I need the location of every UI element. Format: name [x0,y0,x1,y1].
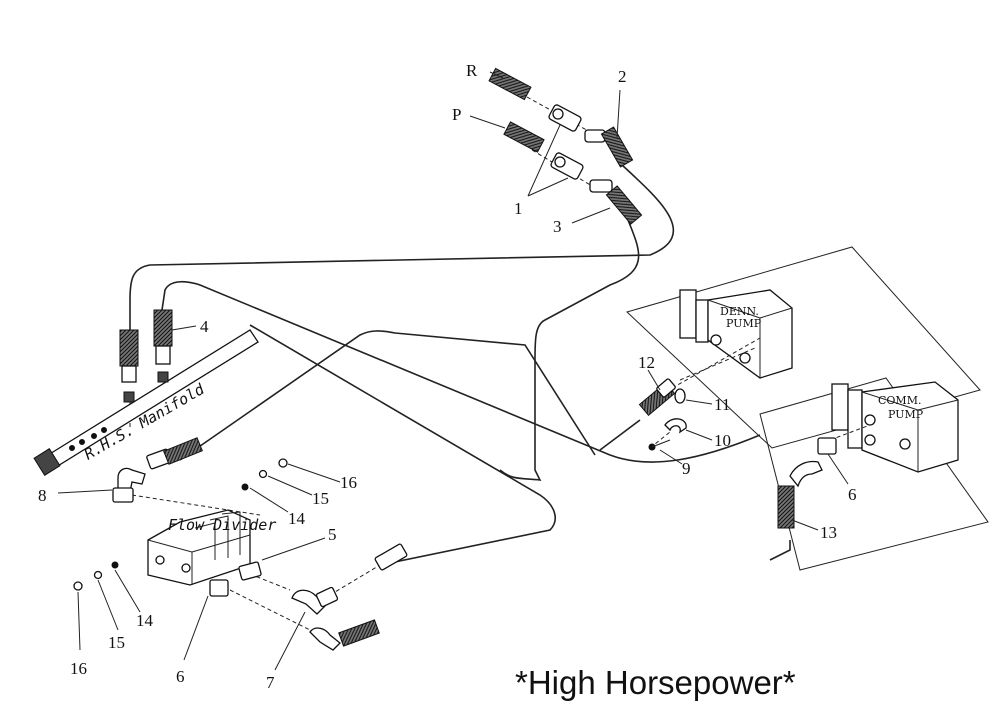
callout-6-right: 6 [848,485,857,504]
flow-divider-label: Flow Divider [168,516,276,534]
callout-9: 9 [682,459,691,478]
callout-11: 11 [714,395,730,414]
fitting-5 [238,537,326,581]
label-p: P [452,105,461,124]
fitting-2 [584,126,634,168]
fitting-4-left [119,329,139,403]
fitting-8-elbow [57,437,203,503]
callout-4: 4 [200,317,209,336]
callout-14-lower: 14 [136,611,154,630]
fitting-13 [777,460,823,531]
callout-10: 10 [714,431,731,450]
callout-16-lower: 16 [70,659,87,678]
callout-13: 13 [820,523,837,542]
fitting-1-lower [550,152,584,180]
callout-16-upper: 16 [340,473,357,492]
callout-8: 8 [38,486,47,505]
hose-bottom-elbow [309,543,408,651]
callout-15-upper: 15 [312,489,329,508]
denn-pump-label-1: DENN. [720,305,759,318]
callout-7: 7 [266,673,275,692]
callout-2: 2 [618,67,627,86]
callout-lines-top [469,71,621,224]
comm-pump-label-1: COMM. [878,394,921,407]
callout-3: 3 [553,217,562,236]
denn-pump: DENN. PUMP [679,289,793,379]
fitting-6-left [183,579,229,661]
fitting-3 [589,179,643,225]
fitting-4-right [153,309,197,383]
fitting-1-upper [548,104,582,132]
fitting-12 [638,369,676,416]
fitting-p-hose-end [503,121,545,153]
fitting-r-hose-end [488,67,532,101]
callout-15-lower: 15 [108,633,125,652]
label-r: R [466,61,478,80]
washers-upper [241,458,341,513]
comm-pump: COMM. PUMP [831,381,959,473]
fitting-9-bolt [648,439,683,465]
rhs-manifold: R.H.S. Manifold [33,329,259,476]
fitting-7-elbow [274,586,339,671]
hose-lines [129,164,791,566]
callout-5: 5 [328,525,337,544]
diagram-caption: *High Horsepower* [515,664,796,701]
callout-1: 1 [514,199,523,218]
callouts: R P 1 2 3 4 5 6 6 7 8 9 10 11 12 13 14 1… [38,61,857,692]
callout-12: 12 [638,353,655,372]
comm-pump-label-2: PUMP [888,408,924,421]
fitting-10-clamp [664,418,713,441]
denn-pump-label-2: PUMP [726,317,762,330]
fitting-6-right [817,437,849,485]
pump-panel-outer [626,246,981,449]
washers-lower [73,561,141,651]
callout-14-upper: 14 [288,509,306,528]
callout-6-left: 6 [176,667,185,686]
fitting-11-oring [674,388,713,405]
flow-divider: Flow Divider [147,509,276,586]
